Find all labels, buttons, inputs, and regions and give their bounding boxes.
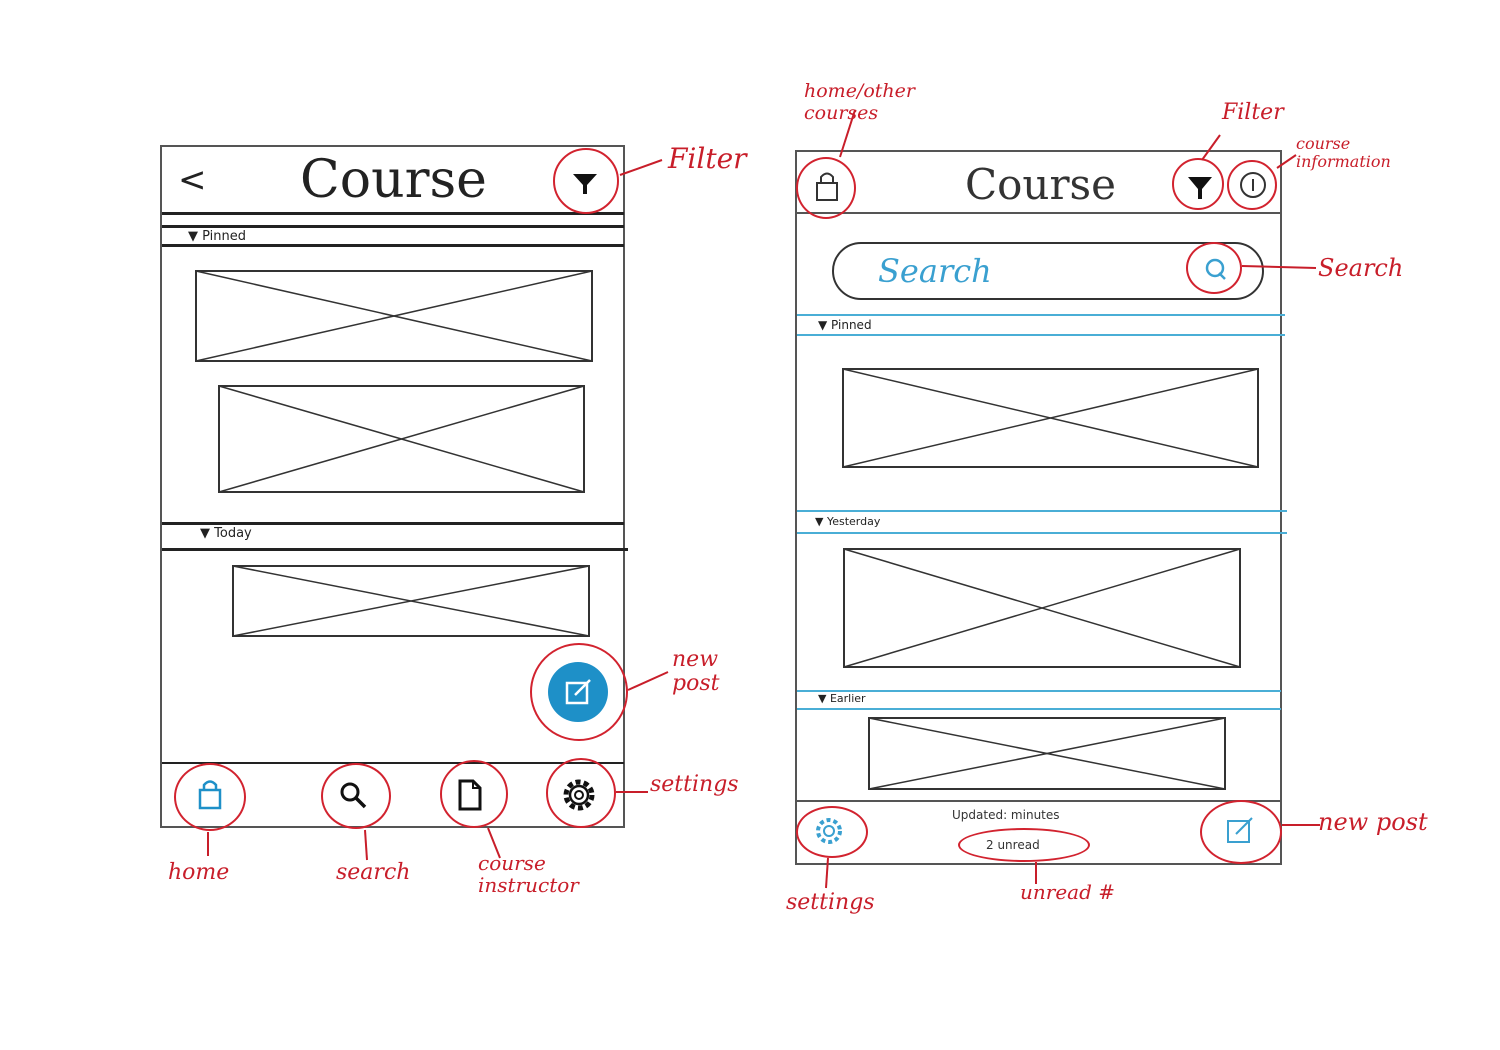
section-header-pinned[interactable]: ▼ Pinned (818, 318, 872, 332)
annotation-filter: Filter (1222, 100, 1284, 125)
section-divider (162, 244, 624, 247)
annotation-unread: unread # (1020, 880, 1115, 904)
section-header-pinned[interactable]: ▼ Pinned (188, 229, 247, 244)
annotation-circle (553, 148, 619, 214)
header-divider (797, 212, 1281, 214)
bottom-nav-divider (162, 762, 624, 764)
section-header-yesterday[interactable]: ▼ Yesterday (815, 515, 881, 528)
annotation-circle (796, 157, 856, 219)
annotation-circle (546, 758, 616, 828)
annotation-home: home (168, 860, 230, 885)
section-divider (797, 314, 1285, 316)
annotation-circle (1227, 160, 1277, 210)
annotation-home-other-courses: home/other courses (804, 80, 915, 124)
section-divider (162, 225, 624, 228)
post-card[interactable] (868, 717, 1226, 790)
annotation-course-information: course information (1296, 134, 1391, 171)
annotation-circle (796, 806, 868, 858)
search-input[interactable]: Search (878, 252, 992, 290)
annotation-new-post: new post (1318, 808, 1428, 836)
annotation-circle (1186, 242, 1242, 294)
annotation-filter: Filter (668, 142, 747, 175)
updated-status: Updated: minutes (952, 808, 1060, 822)
section-divider (797, 510, 1287, 512)
post-card[interactable] (842, 368, 1259, 468)
post-card[interactable] (218, 385, 585, 493)
section-header-today[interactable]: ▼ Today (200, 526, 252, 541)
section-divider (797, 690, 1281, 692)
annotation-settings: settings (786, 890, 875, 915)
back-button[interactable]: < (178, 160, 207, 200)
annotation-circle (1172, 158, 1224, 210)
header-divider (162, 212, 624, 215)
section-divider (162, 522, 624, 525)
section-header-earlier[interactable]: ▼ Earlier (818, 692, 866, 705)
footer-divider (797, 800, 1281, 802)
annotation-circle (530, 643, 628, 741)
annotation-circle (958, 828, 1090, 862)
post-card[interactable] (232, 565, 590, 637)
annotation-circle (321, 763, 391, 829)
annotation-circle (174, 763, 246, 831)
annotation-circle (1200, 800, 1282, 864)
annotation-circle (440, 760, 508, 828)
post-card[interactable] (195, 270, 593, 362)
page-title: Course (965, 160, 1116, 209)
post-card[interactable] (843, 548, 1241, 668)
annotation-search: Search (1318, 254, 1404, 282)
page-title: Course (300, 150, 487, 210)
section-divider (797, 708, 1281, 710)
annotation-search: search (336, 860, 411, 885)
annotation-new-post: new post (672, 647, 720, 696)
section-divider (797, 532, 1287, 534)
section-divider (162, 548, 628, 551)
search-bar[interactable] (832, 242, 1264, 300)
annotation-settings: settings (650, 772, 739, 797)
section-divider (797, 334, 1285, 336)
annotation-course-instructor: course instructor (478, 851, 579, 897)
